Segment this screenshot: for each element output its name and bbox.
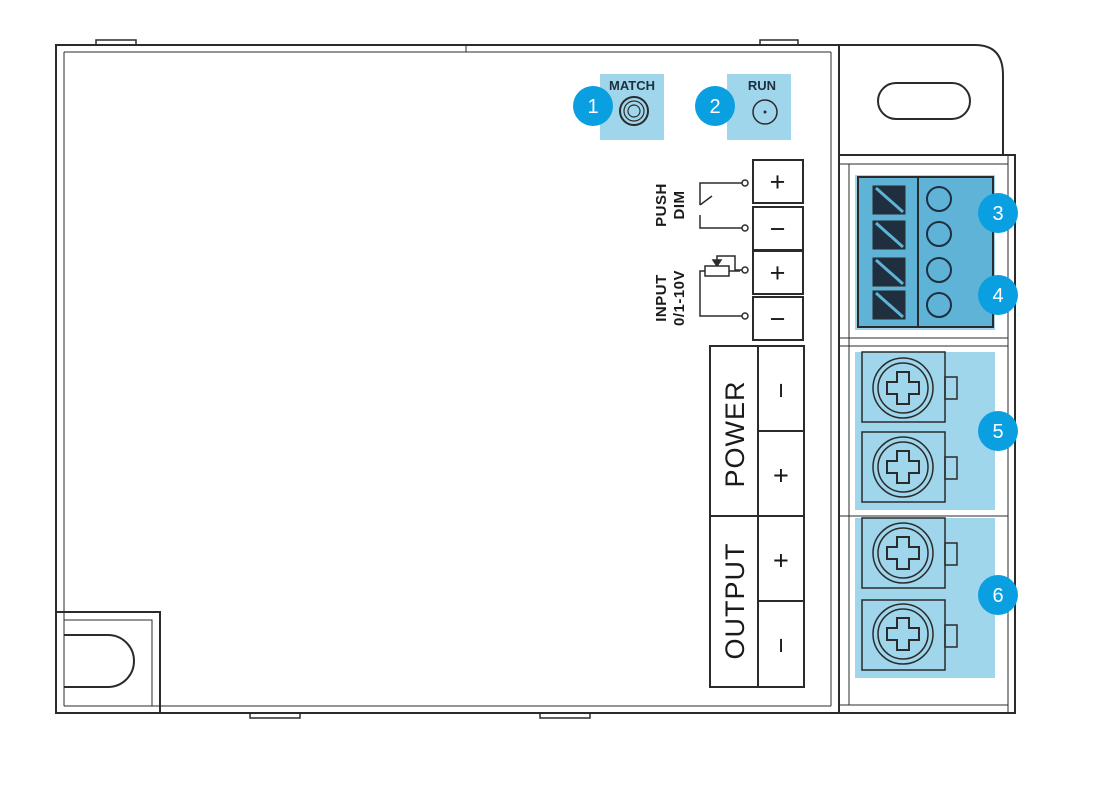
- push-dim-plus: +: [770, 167, 787, 197]
- input-minus: −: [770, 304, 787, 334]
- screw-1: [872, 357, 934, 419]
- badge-output-terminal: 6: [978, 575, 1018, 615]
- match-led-label: MATCH: [609, 78, 655, 93]
- potentiometer-symbol: [699, 255, 749, 320]
- push-label: PUSH: [653, 183, 670, 227]
- badge-push-dim-terminal: 3: [978, 193, 1018, 233]
- badge-power-terminal: 5: [978, 411, 1018, 451]
- svg-text:6: 6: [992, 585, 1003, 607]
- push-in-release-holes[interactable]: [926, 186, 952, 318]
- screw-4: [872, 603, 934, 665]
- run-led-indicator: [752, 99, 778, 125]
- input-label: INPUT: [653, 274, 670, 322]
- input-range-label: 0/1-10V: [671, 270, 688, 326]
- svg-text:2: 2: [709, 96, 720, 118]
- power-label: POWER: [720, 380, 750, 487]
- dim-label: DIM: [671, 191, 688, 220]
- match-button[interactable]: [619, 96, 649, 126]
- push-dim-minus: −: [770, 214, 787, 244]
- push-in-terminal-block: [855, 175, 995, 330]
- output-plus: +: [766, 552, 796, 569]
- run-led-label: RUN: [748, 78, 776, 93]
- power-output-block: [709, 345, 805, 688]
- svg-text:5: 5: [992, 421, 1003, 443]
- badge-run: 2: [695, 86, 735, 126]
- svg-text:4: 4: [992, 285, 1003, 307]
- power-plus: +: [766, 467, 796, 484]
- screw-terminal-frames: [861, 351, 958, 671]
- power-minus: −: [766, 382, 796, 399]
- output-minus: −: [766, 637, 796, 654]
- push-switch-symbol: [699, 179, 749, 232]
- housing: [55, 39, 840, 719]
- svg-text:3: 3: [992, 203, 1003, 225]
- output-label: OUTPUT: [720, 543, 750, 660]
- signal-terminal-boxes: [752, 159, 804, 341]
- run-led-highlight: [727, 74, 791, 140]
- screw-2: [872, 436, 934, 498]
- badge-match: 1: [573, 86, 613, 126]
- badge-input-terminal: 4: [978, 275, 1018, 315]
- input-plus: +: [770, 258, 787, 288]
- svg-text:1: 1: [587, 96, 598, 118]
- screw-3: [872, 522, 934, 584]
- screw-terminals[interactable]: [872, 357, 934, 665]
